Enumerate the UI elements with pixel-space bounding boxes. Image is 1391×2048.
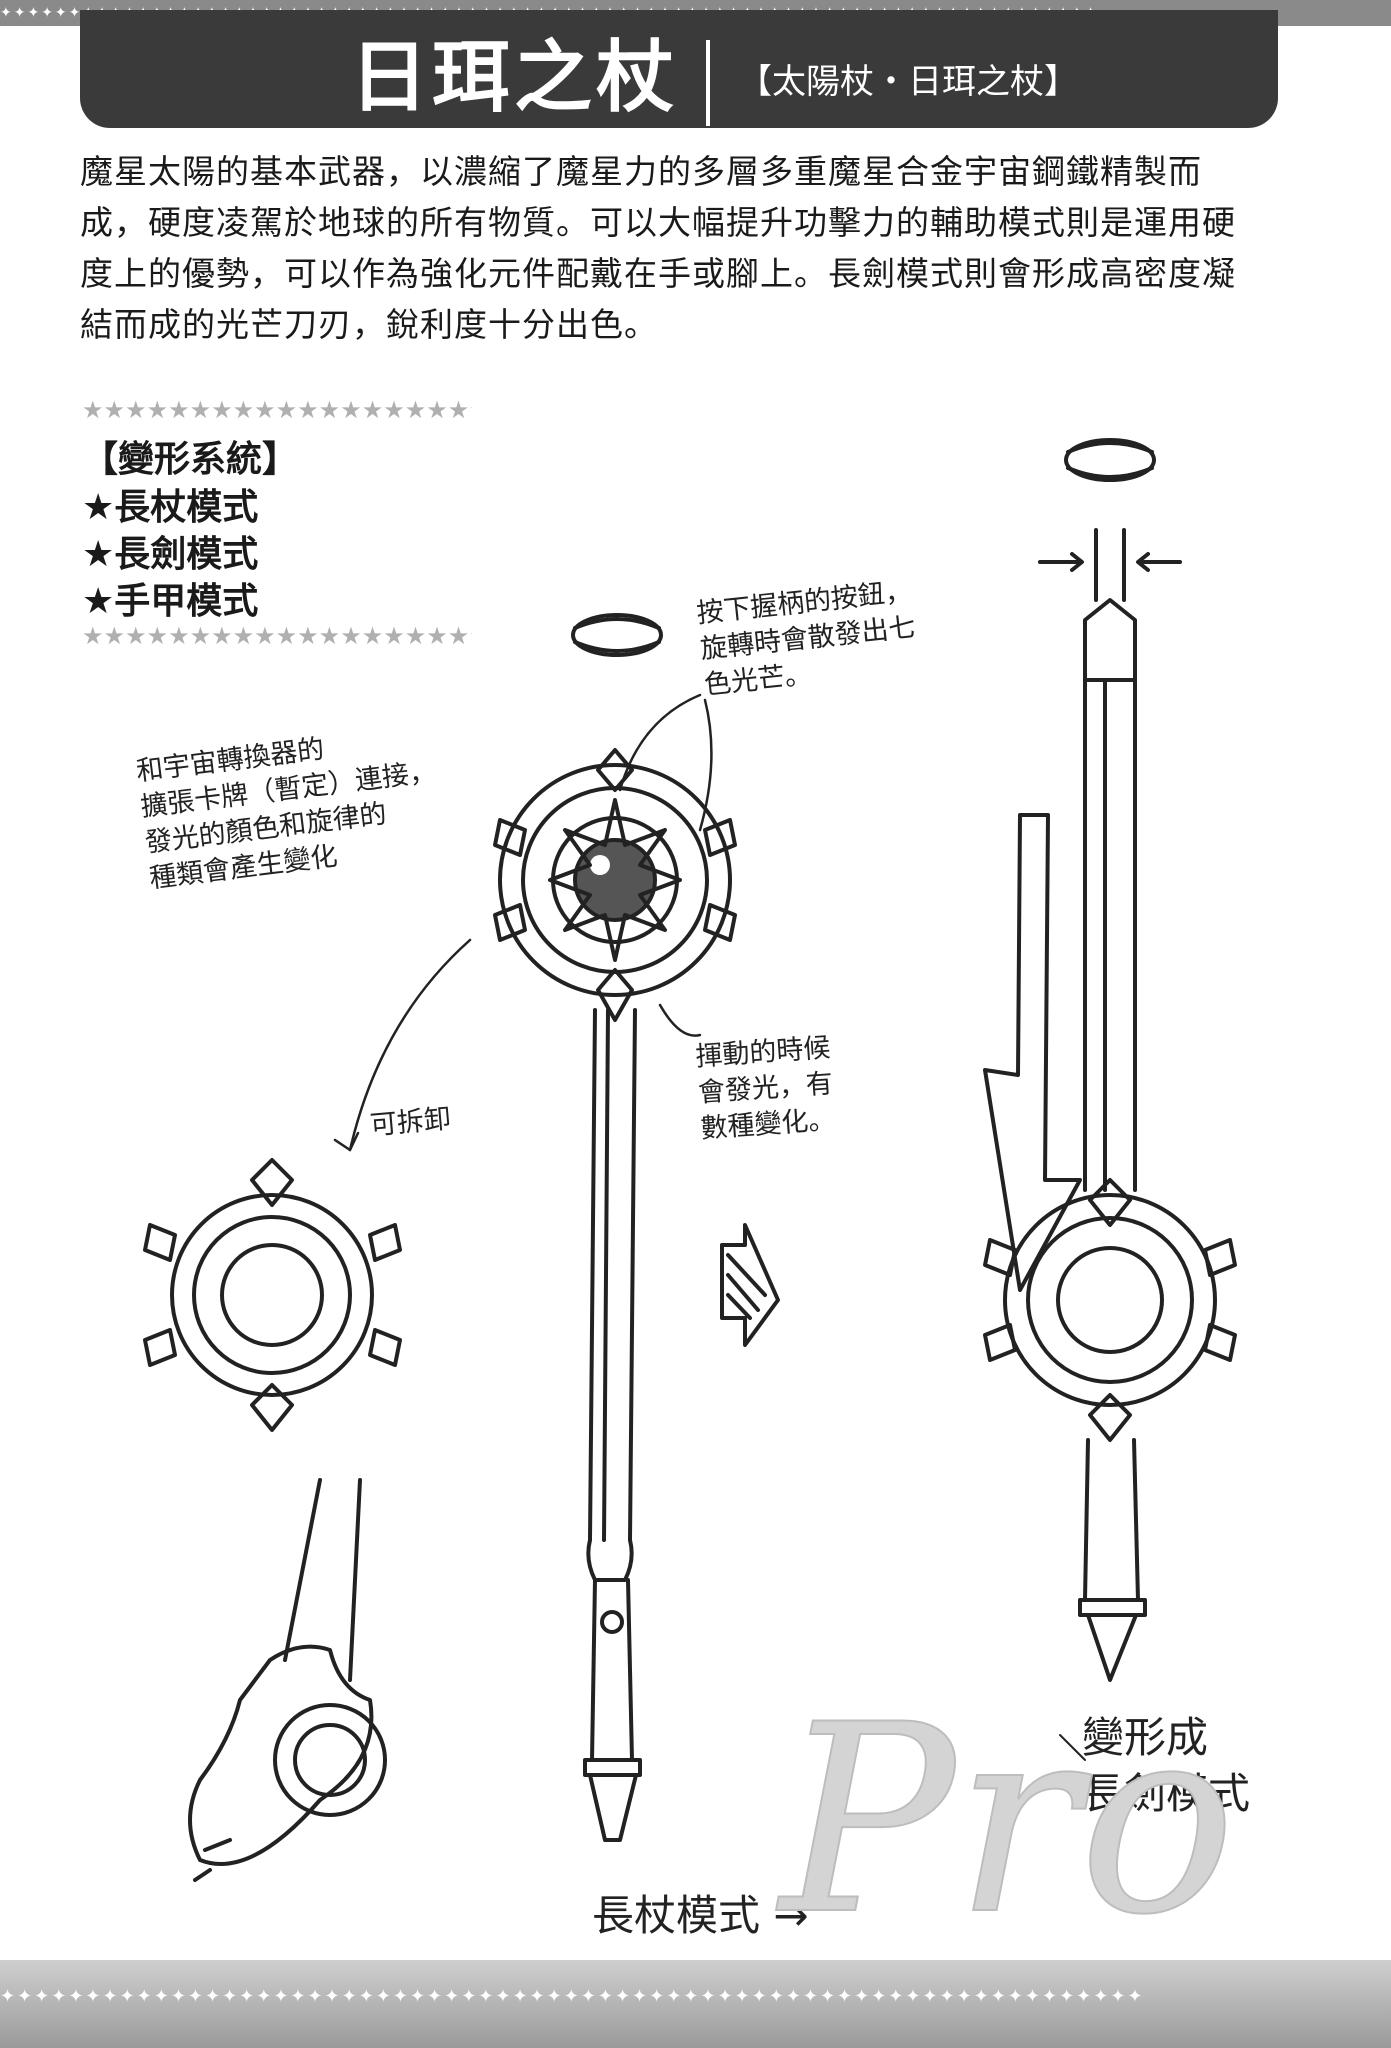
down-arrow-icon (983, 813, 1082, 1292)
modes-heading: 【變形系統】 (82, 439, 299, 480)
leader-lines (333, 693, 713, 1152)
mode-item-staff: ★長杖模式 (82, 487, 259, 528)
sword-blade-icon (1038, 528, 1182, 1192)
sword-guard-icon (983, 1178, 1237, 1442)
description-text: 魔星太陽的基本武器，以濃縮了魔星力的多層多重魔星合金宇宙鋼鐵精製而成，硬度凌駕於… (80, 152, 1236, 344)
page-title: 日珥之杖 (350, 33, 679, 123)
bottom-band (0, 1960, 1391, 2048)
mode-item-sword: ★長劍模式 (82, 534, 259, 575)
gauntlet-arm-icon (188, 1478, 387, 1882)
sword-mode-label: 變形成 長劍模式 (1082, 1713, 1251, 1818)
transform-arrow-icon (720, 1223, 780, 1347)
staff-shaft-icon (583, 1008, 642, 1842)
sword-top-ring-icon (1064, 438, 1156, 482)
staff-head-icon (493, 748, 737, 1022)
bottom-star-border: ✦✦✦✦✦✦✦✦✦✦✦✦✦✦✦✦✦✦✦✦✦✦✦✦✦✦✦✦✦✦✦✦✦✦✦✦✦✦✦✦… (0, 1986, 1145, 2007)
button-note: 按下握柄的按鈕， 旋轉時會散發出七 色光芒。 (695, 575, 917, 702)
staff-mode-label: 長杖模式 → (592, 1891, 809, 1940)
swing-note: 揮動的時候 會發光，有 數種變化。 (694, 1032, 837, 1145)
star-divider-top: ★★★★★★★★★★★★★★★★★★★★ (82, 396, 472, 424)
sword-handle-icon (1078, 1438, 1147, 1682)
header-bar (80, 10, 1278, 128)
title-divider (706, 40, 710, 126)
star-divider-bottom: ★★★★★★★★★★★★★★★★★★★★ (82, 622, 472, 650)
staff-top-ring-icon (571, 613, 663, 657)
mode-item-gauntlet: ★手甲模式 (82, 581, 259, 622)
detached-ring-icon (143, 1158, 402, 1432)
page-subtitle: 【太陽杖・日珥之杖】 (738, 62, 1078, 102)
detachable-note: 可拆卸 (368, 1103, 453, 1142)
